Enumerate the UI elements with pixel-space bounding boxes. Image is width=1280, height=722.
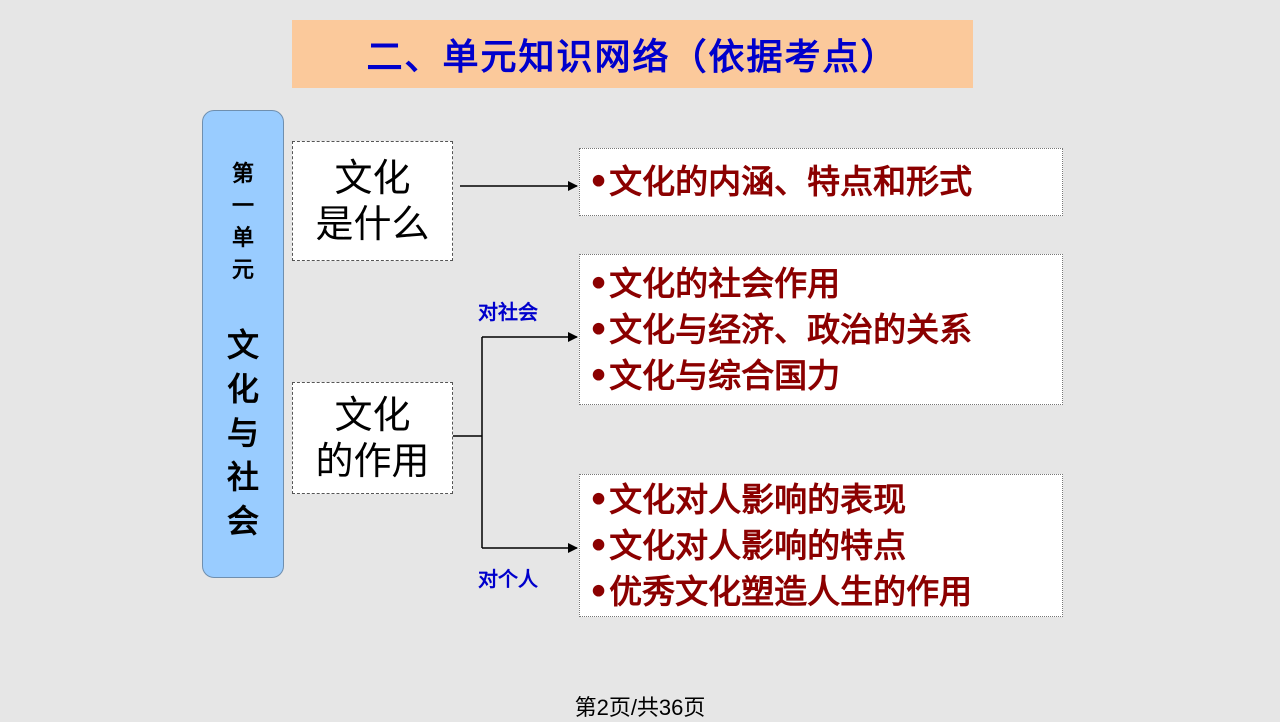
branch-label-individual: 对个人 — [478, 567, 538, 591]
topic-what-is-culture: 文化 是什么 — [292, 141, 453, 261]
unit-label-char: 第 — [231, 162, 254, 187]
unit-name-char: 文 — [226, 326, 259, 364]
box-line: •文化对人影响的特点 — [588, 525, 907, 565]
unit-name: 文 化 与 社 会 — [203, 323, 283, 543]
page-title: 二、单元知识网络（依据考点） — [366, 37, 899, 78]
topic-role-of-culture: 文化 的作用 — [292, 382, 453, 494]
box-individual: •文化对人影响的表现 •文化对人影响的特点 •优秀文化塑造人生的作用 — [579, 474, 1063, 617]
topic-line: 文化 — [334, 393, 411, 437]
unit-label: 第 一 单 元 — [203, 159, 283, 287]
box-society: •文化的社会作用 •文化与经济、政治的关系 •文化与综合国力 — [579, 254, 1063, 405]
unit-name-char: 与 — [226, 414, 259, 452]
box-line: •文化的社会作用 — [588, 263, 841, 303]
page-counter: 第2页/共36页 — [574, 695, 706, 720]
box-line: •优秀文化塑造人生的作用 — [588, 571, 973, 611]
box-line: •文化的内涵、特点和形式 — [588, 162, 973, 201]
unit-name-char: 化 — [226, 370, 259, 408]
unit-name-char: 会 — [226, 502, 259, 540]
unit-label-char: 单 — [231, 226, 254, 251]
topic-line: 的作用 — [315, 439, 430, 483]
box-what-is-culture: •文化的内涵、特点和形式 — [579, 148, 1063, 216]
box-line: •文化与经济、政治的关系 — [588, 309, 973, 349]
box-line: •文化与综合国力 — [588, 355, 841, 395]
unit-label-char: 一 — [231, 194, 254, 219]
title-banner: 二、单元知识网络（依据考点） — [292, 20, 973, 88]
topic-line: 是什么 — [315, 202, 430, 246]
unit-bar: 第 一 单 元 文 化 与 社 会 — [202, 110, 284, 578]
unit-name-char: 社 — [226, 458, 259, 496]
branch-label-society: 对社会 — [478, 300, 538, 324]
topic-line: 文化 — [334, 156, 411, 200]
box-line: •文化对人影响的表现 — [588, 479, 907, 519]
unit-label-char: 元 — [231, 258, 254, 283]
